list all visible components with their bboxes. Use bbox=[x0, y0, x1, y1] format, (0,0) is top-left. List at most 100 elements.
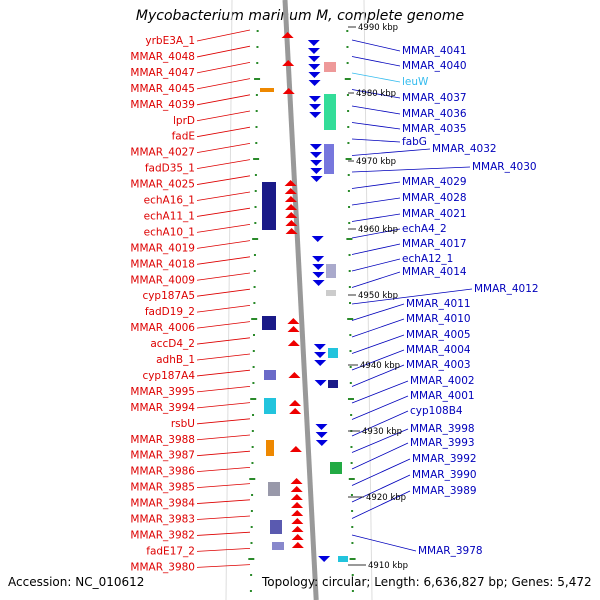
right-connector bbox=[351, 271, 401, 288]
right-gene-label: MMAR_3992 bbox=[412, 453, 477, 465]
kbp-label: 4950 kbp bbox=[358, 291, 398, 301]
right-gene-label: MMAR_4037 bbox=[402, 92, 467, 104]
left-gene-label: MMAR_4018 bbox=[130, 258, 195, 270]
tick-mark bbox=[345, 158, 352, 160]
reverse-gene-arrow bbox=[318, 556, 331, 562]
tick-mark bbox=[251, 446, 254, 448]
tick-mark bbox=[348, 478, 355, 480]
left-gene-label: echA10_1 bbox=[144, 226, 195, 238]
left-connector bbox=[196, 29, 251, 42]
right-gene-label: cyp108B4 bbox=[410, 405, 463, 417]
right-connector bbox=[351, 318, 405, 338]
left-gene-label: MMAR_3986 bbox=[130, 466, 195, 478]
right-gene-label: MMAR_4028 bbox=[402, 192, 467, 204]
right-connector bbox=[351, 288, 473, 305]
tick-mark bbox=[249, 590, 252, 592]
tick-mark bbox=[347, 110, 350, 112]
left-connector bbox=[196, 94, 251, 106]
left-connector bbox=[196, 45, 251, 58]
tick-mark bbox=[351, 574, 354, 576]
reverse-gene-arrow bbox=[309, 112, 322, 118]
forward-gene-arrow bbox=[285, 228, 298, 234]
gene-block bbox=[266, 440, 274, 456]
tick-mark bbox=[251, 494, 254, 496]
map-title: Mycobacterium marinum M, complete genome bbox=[135, 8, 465, 24]
right-connector bbox=[351, 490, 411, 519]
reverse-gene-arrow bbox=[308, 80, 321, 86]
tick-mark bbox=[253, 158, 260, 160]
left-gene-label: MMAR_3988 bbox=[130, 434, 195, 446]
label-connectors bbox=[196, 29, 473, 568]
outer-guide bbox=[363, 0, 373, 600]
tick-mark bbox=[253, 254, 256, 256]
right-connector bbox=[351, 148, 431, 156]
left-connector bbox=[196, 386, 251, 393]
tick-mark bbox=[348, 206, 351, 208]
forward-gene-arrow bbox=[285, 220, 298, 226]
kbp-label: 4930 kbp bbox=[362, 427, 402, 437]
right-gene-label: MMAR_4001 bbox=[410, 390, 475, 402]
left-gene-label: fadD19_2 bbox=[145, 306, 195, 318]
right-gene-label: echA12_1 bbox=[402, 253, 453, 265]
backbone-line bbox=[282, 0, 319, 600]
tick-mark bbox=[348, 270, 351, 272]
tick-mark bbox=[347, 126, 350, 128]
kbp-label: 4990 kbp bbox=[358, 23, 398, 33]
left-gene-label: yrbE3A_1 bbox=[145, 35, 195, 47]
tick-mark bbox=[350, 494, 353, 496]
forward-gene-arrow bbox=[290, 478, 303, 484]
topology-text: Topology: circular; Length: 6,636,827 bp… bbox=[262, 575, 592, 589]
forward-gene-arrow bbox=[291, 534, 304, 540]
gene-block bbox=[272, 542, 284, 550]
reverse-gene-arrow bbox=[310, 160, 323, 166]
right-connector bbox=[351, 395, 409, 420]
gene-features bbox=[260, 32, 348, 562]
tick-mark bbox=[255, 142, 258, 144]
reverse-gene-arrow bbox=[308, 72, 321, 78]
tick-mark bbox=[347, 398, 354, 400]
right-gene-label: MMAR_4003 bbox=[406, 359, 471, 371]
left-gene-label: fadE17_2 bbox=[146, 545, 195, 557]
gene-block bbox=[326, 290, 336, 296]
right-connector bbox=[351, 197, 401, 206]
forward-gene-arrow bbox=[285, 204, 298, 210]
tick-mark bbox=[253, 286, 256, 288]
right-connector bbox=[351, 166, 471, 173]
reverse-gene-arrow bbox=[310, 176, 323, 182]
forward-gene-arrow bbox=[291, 502, 304, 508]
right-gene-label: MMAR_4032 bbox=[432, 143, 497, 155]
right-gene-label: MMAR_4021 bbox=[402, 208, 467, 220]
left-connector bbox=[196, 110, 251, 122]
left-connector bbox=[196, 126, 251, 138]
left-gene-label: MMAR_4025 bbox=[130, 179, 195, 191]
reverse-gene-arrow bbox=[312, 256, 325, 262]
gene-block bbox=[326, 264, 336, 278]
forward-gene-arrow bbox=[290, 486, 303, 492]
left-connector bbox=[196, 450, 251, 457]
forward-gene-arrow bbox=[291, 518, 304, 524]
forward-gene-arrow bbox=[289, 400, 301, 406]
forward-gene-arrow bbox=[285, 212, 298, 218]
forward-gene-arrow bbox=[287, 318, 300, 324]
forward-gene-arrow bbox=[287, 326, 300, 332]
tick-mark bbox=[248, 558, 255, 560]
tick-mark bbox=[250, 574, 253, 576]
left-gene-label: MMAR_3994 bbox=[130, 402, 195, 414]
tick-mark bbox=[251, 430, 254, 432]
tick-mark bbox=[350, 462, 353, 464]
tick-mark bbox=[255, 94, 258, 96]
right-connector bbox=[351, 428, 409, 453]
tick-mark bbox=[347, 190, 350, 192]
tick-mark bbox=[346, 46, 349, 48]
tick-mark bbox=[251, 318, 258, 320]
tick-mark bbox=[254, 174, 257, 176]
reverse-gene-arrow bbox=[314, 380, 327, 386]
reverse-gene-arrow bbox=[315, 424, 328, 430]
reverse-gene-arrow bbox=[312, 272, 325, 278]
tick-mark bbox=[349, 382, 352, 384]
left-gene-label: accD4_2 bbox=[150, 338, 195, 350]
forward-gene-arrow bbox=[282, 60, 295, 66]
right-connector bbox=[351, 213, 401, 222]
tick-mark bbox=[349, 350, 352, 352]
